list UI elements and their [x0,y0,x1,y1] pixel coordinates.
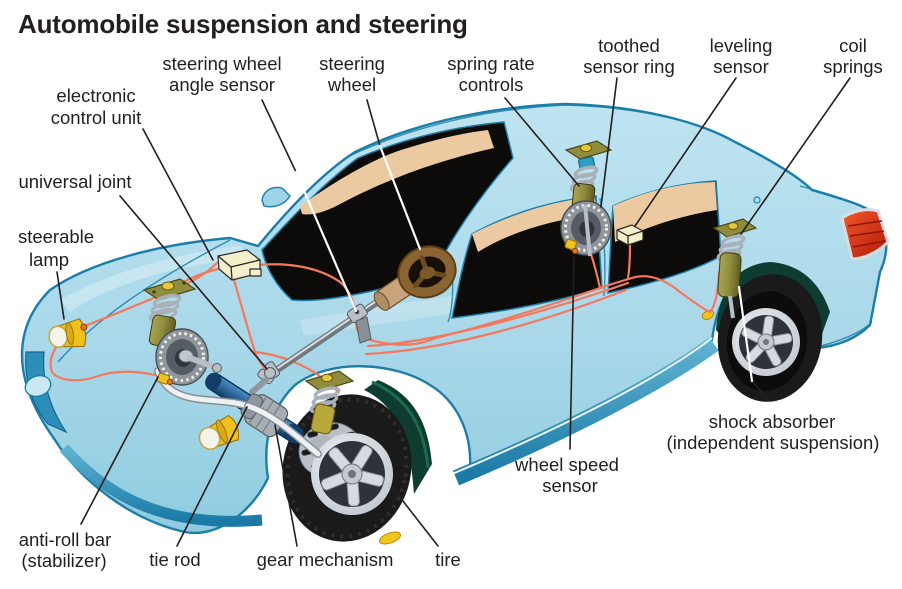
leader-angle-sensor-glass [294,170,358,313]
side-mirror [261,186,291,208]
wheel-speed-sensor [564,238,579,255]
steerable-lamp [48,318,88,348]
svg-text:tie rod: tie rod [149,549,200,570]
windshield [261,121,514,302]
hood-highlight [60,246,250,312]
label-shock-absorber: shock absorber (independent suspension) [667,411,880,453]
steering-assembly [249,245,457,395]
label-steering-wheel-angle-sensor: steering wheel angle sensor [162,53,281,95]
svg-text:control unit: control unit [51,107,142,128]
labels: electronic control unit steering wheel a… [18,35,883,571]
svg-text:anti-roll bar: anti-roll bar [19,529,112,550]
front-right-strut [304,370,355,435]
leader-tie-rod [176,406,248,547]
shock-absorber-body [717,252,742,298]
label-anti-roll-bar: anti-roll bar (stabilizer) [19,529,112,571]
roofline [344,104,814,192]
svg-text:spring rate: spring rate [447,53,534,74]
svg-text:shock absorber: shock absorber [709,411,835,432]
leader-wheel-speed [569,256,575,450]
leader-toothed-ring [600,77,618,208]
leader-lines [56,77,851,547]
svg-text:springs: springs [823,56,883,77]
leader-spring-rate [504,97,580,187]
svg-text:tire: tire [435,549,461,570]
label-tire: tire [435,549,461,570]
rear-window-interior [613,182,717,242]
label-steerable-lamp: steerable lamp [18,226,94,270]
page-title: Automobile suspension and steering [18,9,468,39]
svg-text:toothed: toothed [598,35,660,56]
leader-shock [751,380,770,401]
steering-wheel [397,245,457,299]
svg-text:wheel: wheel [327,74,376,95]
rocker-panel [452,337,719,486]
leader-ecu [142,128,214,261]
lower-shaft [249,377,269,395]
svg-text:(stabilizer): (stabilizer) [21,550,106,571]
ecu-box [217,249,262,281]
svg-text:steerable: steerable [18,226,94,247]
svg-text:sensor: sensor [713,56,769,77]
leader-angle-sensor [261,99,297,173]
svg-text:wheel speed: wheel speed [514,454,619,475]
front-valance [59,444,263,527]
svg-text:electronic: electronic [56,85,135,106]
rear-wheel-arch [716,262,830,345]
front-tire-tread [285,397,409,539]
front-wheel-arch [364,380,432,494]
angle-sensor-clamp [346,303,372,344]
front-arch-trim [371,380,430,469]
svg-text:sensor: sensor [542,475,598,496]
svg-text:steering: steering [319,53,385,74]
svg-text:leveling: leveling [710,35,773,56]
label-ecu: electronic control unit [51,85,142,128]
rear-toothed-ring [560,200,612,257]
label-coil-springs: coil springs [823,35,883,77]
svg-text:universal joint: universal joint [18,171,131,192]
universal-joint [257,361,280,385]
label-universal-joint: universal joint [18,171,131,192]
label-tie-rod: tie rod [149,549,200,570]
svg-text:coil: coil [839,35,867,56]
label-spring-rate-controls: spring rate controls [447,53,534,95]
leader-steering-wheel-glass [378,144,422,251]
svg-text:angle sensor: angle sensor [169,74,275,95]
svg-text:steering wheel: steering wheel [162,53,281,74]
windshield-roof-interior [300,130,494,215]
front-toothed-ring [155,328,222,386]
svg-text:sensor ring: sensor ring [583,56,675,77]
label-leveling-sensor: leveling sensor [710,35,773,77]
side-marker-rear [701,310,715,320]
rear-left-strut [564,140,613,213]
leader-leveling-sensor [634,77,737,227]
leveling-sensor-box [616,224,644,246]
leader-steerable-lamp [56,271,65,320]
leader-universal-joint [119,195,268,370]
leader-steering-wheel [366,99,381,147]
leader-gear [274,424,298,547]
leader-shock-tire [737,285,754,383]
front-window-interior [472,197,597,252]
leader-anti-roll-bar [80,376,159,525]
rocker-highlight [451,337,713,475]
svg-text:gear mechanism: gear mechanism [257,549,394,570]
label-steering-wheel: steering wheel [319,53,385,95]
leader-coil-springs [740,77,851,235]
headlight [24,375,52,397]
label-gear-mechanism: gear mechanism [257,549,394,570]
label-wheel-speed-sensor: wheel speed sensor [514,454,619,496]
label-toothed-sensor-ring: toothed sensor ring [583,35,675,77]
svg-text:lamp: lamp [29,249,69,270]
side-marker-front [379,531,401,545]
fuel-door [753,196,761,204]
taillight-stripes [847,220,886,248]
rear-right-strut [712,218,758,319]
svg-text:controls: controls [459,74,524,95]
leader-tire [391,486,439,547]
svg-text:(independent suspension): (independent suspension) [667,432,880,453]
